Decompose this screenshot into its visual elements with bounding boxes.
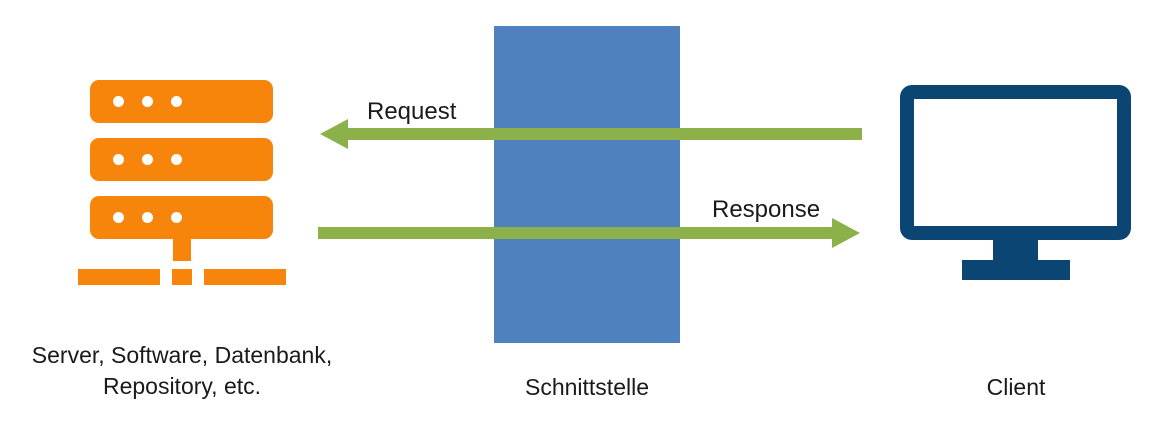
server-tray-1 (90, 80, 273, 123)
monitor-stand-neck (993, 237, 1038, 263)
server-led-icon (142, 96, 153, 107)
server-tray-3 (90, 196, 273, 239)
server-led-icon (113, 212, 124, 223)
server-stand-stem (173, 237, 191, 261)
monitor-icon (900, 85, 1131, 281)
server-led-icon (113, 96, 124, 107)
response-arrow (318, 218, 860, 248)
server-caption-line-2: Repository, etc. (102, 373, 262, 400)
server-caption: Server, Software, Datenbank, Repository,… (0, 340, 364, 402)
interface-caption: Schnittstelle (524, 374, 649, 400)
request-arrow-label: Request (367, 98, 457, 125)
server-base-left (78, 269, 160, 285)
server-tray-2 (90, 138, 273, 181)
server-base-center (172, 269, 192, 285)
server-led-icon (171, 154, 182, 165)
monitor-stand-base (962, 260, 1070, 280)
server-base-right (204, 269, 286, 285)
server-caption-line-1: Server, Software, Datenbank, (31, 342, 333, 368)
response-arrow-label: Response (712, 196, 821, 223)
server-led-icon (113, 154, 124, 165)
server-led-icon (171, 212, 182, 223)
interface-band (494, 26, 680, 343)
server-led-icon (142, 154, 153, 165)
server-stack-icon (78, 78, 286, 290)
server-led-icon (142, 212, 153, 223)
request-arrow (320, 119, 862, 149)
client-caption: Client (986, 374, 1046, 400)
monitor-screen (900, 85, 1131, 240)
server-led-icon (171, 96, 182, 107)
